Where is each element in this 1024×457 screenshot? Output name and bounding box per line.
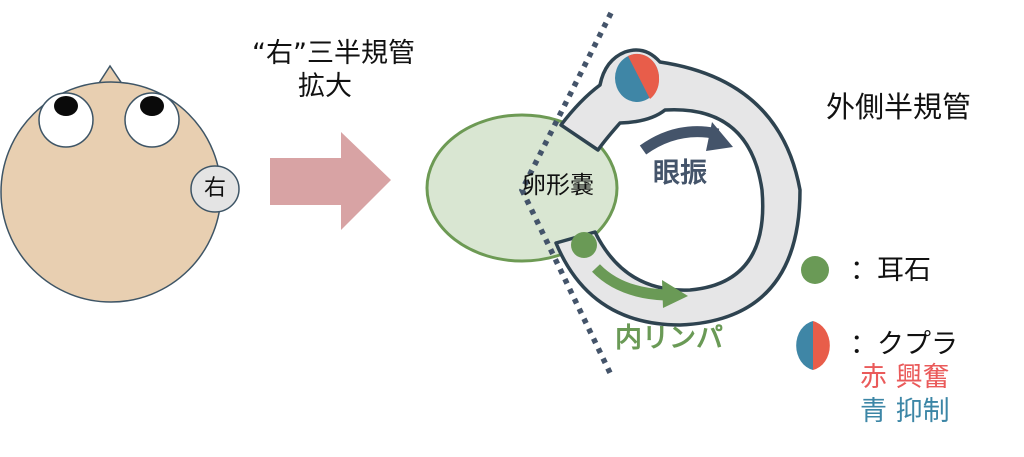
- lateral-canal: [554, 48, 802, 327]
- legend-red-excitation: 赤 興奮: [860, 362, 950, 393]
- utricle-ellipse: [425, 113, 619, 263]
- nystagmus-arrow: [639, 126, 720, 155]
- head-figure: [0, 64, 240, 303]
- utricle-label: 卵形嚢: [522, 171, 594, 199]
- left-pupil: [54, 96, 78, 116]
- dotted-boundary-line: [518, 11, 615, 379]
- zoom-caption-line1: “右”三半規管: [252, 38, 415, 69]
- canal-body: [554, 48, 802, 327]
- nystagmus-arrowhead: [706, 122, 733, 151]
- nystagmus-label: 眼振: [653, 158, 707, 189]
- legend-cupula-icon: [796, 321, 830, 370]
- right-eye: [124, 92, 180, 148]
- right-pupil: [140, 96, 164, 116]
- left-eye: [38, 92, 94, 148]
- legend-blue-inhibition: 青 抑制: [860, 396, 950, 427]
- endolymph-arrow: [592, 264, 666, 301]
- endolymph-label: 内リンパ: [615, 323, 723, 354]
- legend-cupula-label: ：クプラ: [850, 329, 958, 360]
- zoom-arrow: [270, 132, 391, 230]
- head-circle: [0, 81, 222, 303]
- cupula-in-canal: [615, 53, 660, 102]
- endolymph-arrowhead: [662, 280, 688, 308]
- zoom-caption-line2: 拡大: [298, 71, 352, 102]
- legend-otolith-icon: [801, 256, 829, 284]
- right-ear: [190, 165, 240, 213]
- canal-title: 外側半規管: [826, 90, 972, 124]
- legend-otolith-label: ：耳石: [850, 255, 931, 286]
- ear-label: 右: [204, 176, 227, 201]
- otolith-in-canal: [571, 232, 597, 258]
